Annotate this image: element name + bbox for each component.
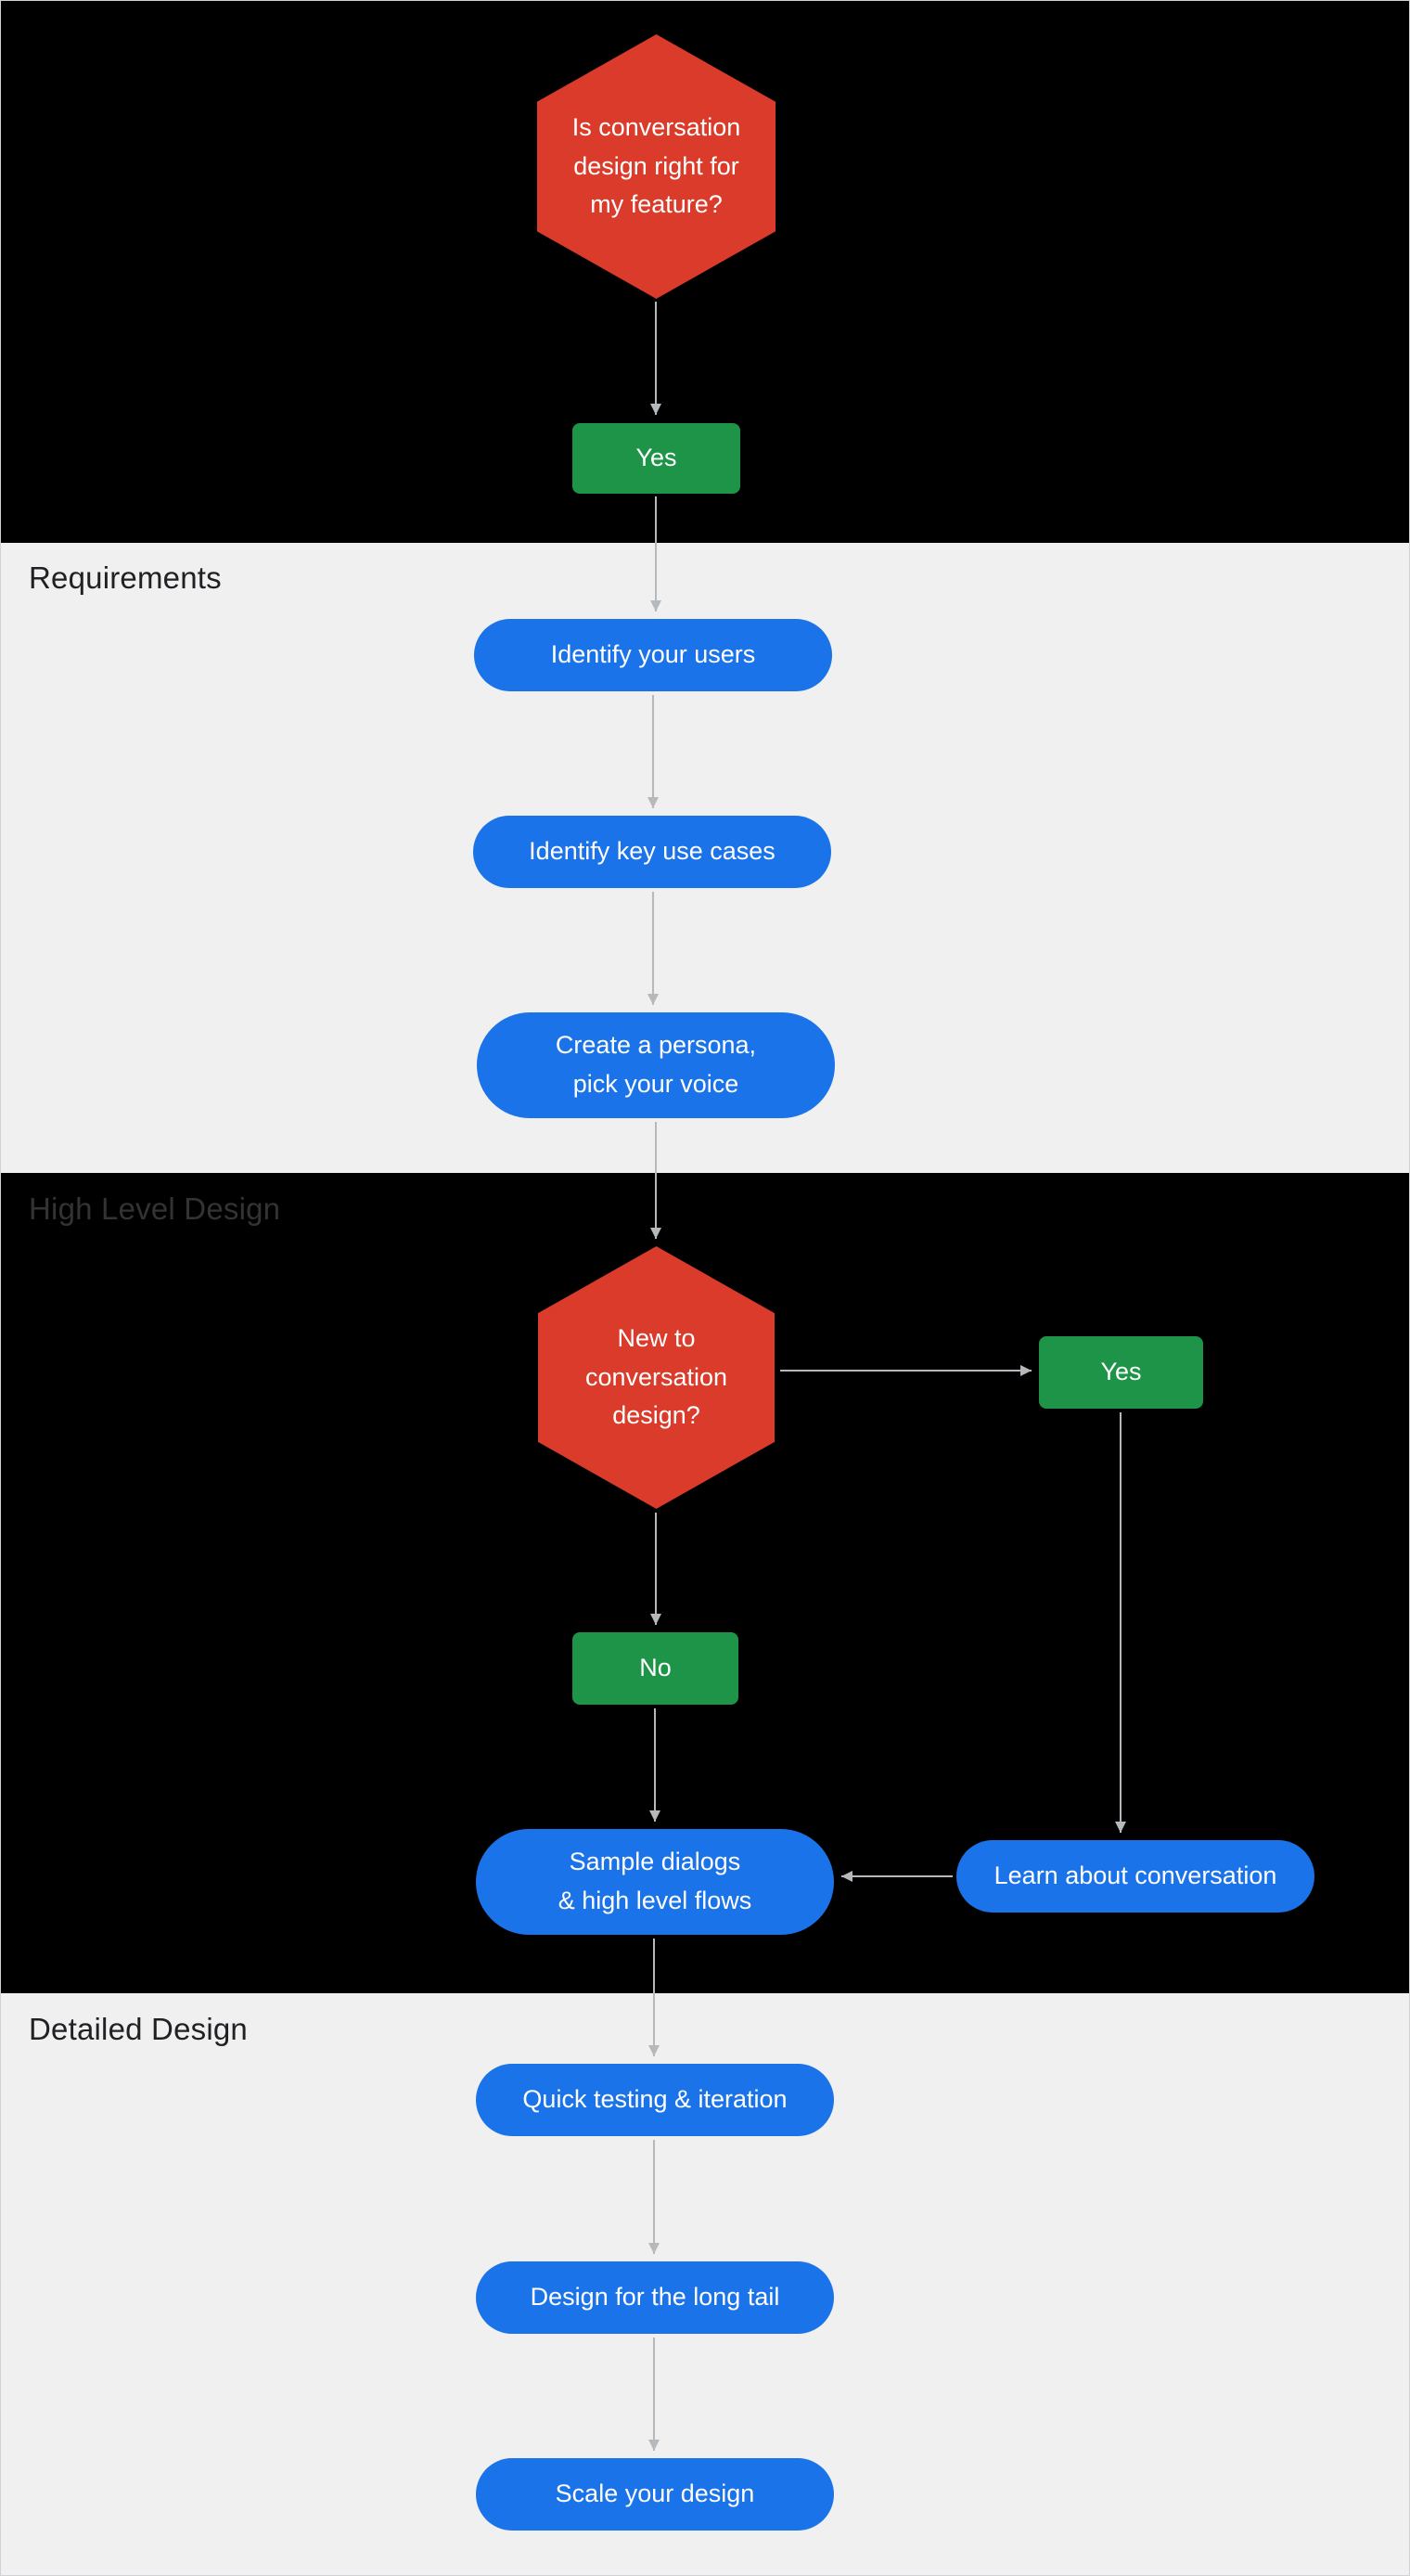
step-scale-your-design: Scale your design (476, 2458, 834, 2531)
step-sample-dialogs-label: Sample dialogs & high level flows (558, 1848, 752, 1914)
step-create-persona: Create a persona, pick your voice (477, 1012, 835, 1118)
section-label-high-level-design: High Level Design (29, 1191, 281, 1226)
no-button-high-level: No (572, 1632, 738, 1705)
yes-button-high-level: Yes (1039, 1336, 1203, 1409)
step-learn-about-conversation-label: Learn about conversation (993, 1861, 1277, 1890)
yes-button-start-label: Yes (635, 444, 677, 472)
step-create-persona-label: Create a persona, pick your voice (555, 1031, 757, 1098)
section-label-requirements: Requirements (29, 560, 222, 595)
step-learn-about-conversation: Learn about conversation (956, 1840, 1314, 1913)
step-identify-your-users: Identify your users (474, 619, 832, 691)
no-button-high-level-label: No (639, 1654, 672, 1682)
step-scale-your-design-label: Scale your design (555, 2479, 755, 2508)
yes-button-start: Yes (572, 423, 740, 494)
step-design-long-tail-label: Design for the long tail (530, 2283, 780, 2312)
section-label-detailed-design: Detailed Design (29, 2012, 248, 2046)
step-sample-dialogs: Sample dialogs & high level flows (476, 1829, 834, 1935)
step-identify-your-users-label: Identify your users (550, 640, 756, 669)
step-identify-key-use-cases-label: Identify key use cases (529, 837, 776, 866)
decision-new-to-conversation-design-label: New to conversation design? (584, 1323, 728, 1430)
step-quick-testing-iteration-label: Quick testing & iteration (522, 2085, 788, 2114)
decision-conversation-design-right-label: Is conversation design right for my feat… (571, 112, 741, 219)
step-identify-key-use-cases: Identify key use cases (473, 816, 831, 888)
step-design-long-tail: Design for the long tail (476, 2261, 834, 2334)
yes-button-high-level-label: Yes (1100, 1358, 1142, 1386)
step-quick-testing-iteration: Quick testing & iteration (476, 2064, 834, 2136)
